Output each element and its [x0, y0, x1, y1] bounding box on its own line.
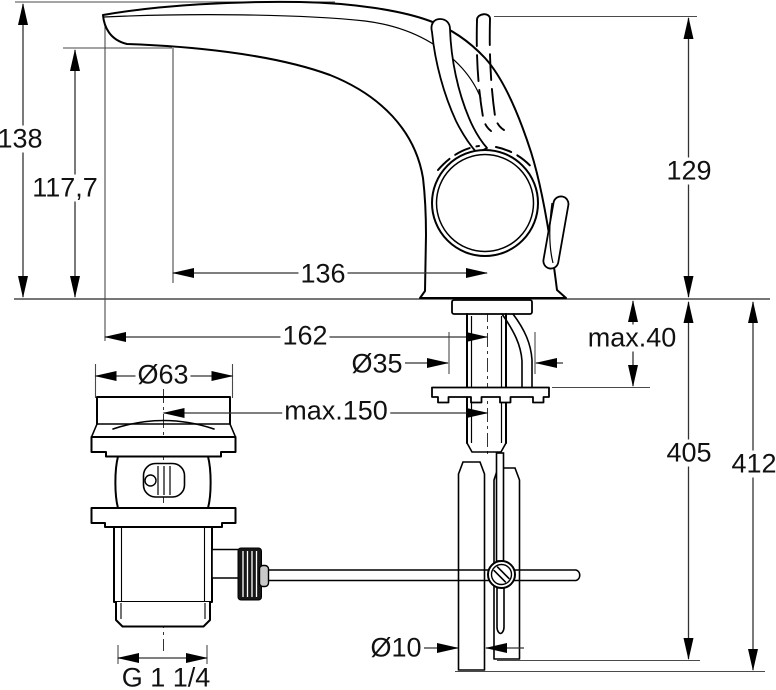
- hidden-cartridge-stem: [475, 13, 505, 132]
- dim-label-spout-reach: 136: [298, 258, 348, 289]
- pop-up-rod: [495, 452, 505, 635]
- ball-joint: [431, 145, 539, 257]
- dim-label-pipe-diameter: Ø10: [368, 632, 424, 663]
- dim-label-waste-thread: G 1 1/4: [119, 662, 213, 690]
- dim-label-overall-reach: 162: [280, 320, 330, 351]
- dim-label-waste-offset: max.150: [282, 395, 390, 426]
- dim-label-waste-flange-diameter: Ø63: [135, 359, 191, 390]
- waste-thread-tail: [115, 602, 211, 628]
- rod-boss: [211, 548, 240, 579]
- knurled-nut: [237, 547, 262, 601]
- side-button: [542, 195, 570, 270]
- spout-crease-line: [103, 14, 482, 100]
- dim-label-deck-thickness: max.40: [585, 322, 679, 353]
- threaded-shank: [466, 313, 507, 453]
- horizontal-rod: [266, 569, 581, 582]
- dim-label-supply-length: 405: [664, 437, 714, 468]
- waste-plug-top: [90, 396, 237, 458]
- mounting-flange: [431, 386, 550, 404]
- base-collar: [451, 299, 533, 315]
- waste-upper-body: [90, 455, 237, 528]
- rod-collar: [258, 564, 270, 588]
- dim-label-base-diameter: Ø35: [349, 348, 405, 379]
- dim-label-spout-height: 138: [0, 125, 45, 153]
- pop-up-waste: [90, 396, 270, 628]
- dim-label-handle-height: 129: [664, 155, 714, 186]
- dim-label-rod-length: 412: [729, 450, 776, 478]
- handle-lever: [430, 18, 488, 154]
- supply-hose: [501, 313, 533, 388]
- supply-pipes: [457, 461, 521, 671]
- dim-label-outlet-height: 117,7: [30, 172, 100, 203]
- clamp-screw: [487, 560, 516, 589]
- waste-lower-body: [113, 526, 270, 603]
